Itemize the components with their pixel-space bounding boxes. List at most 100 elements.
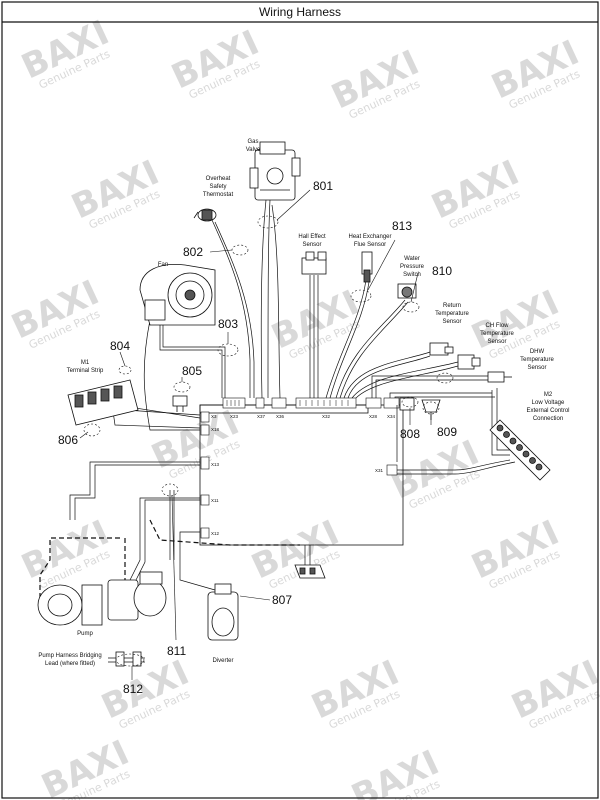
overheat-label-1: Overheat: [206, 176, 231, 182]
callout-ellipses: [83, 215, 454, 667]
part-803: 803: [218, 317, 238, 331]
m2-screw: [522, 450, 530, 458]
connector-x34: X34: [387, 414, 396, 419]
water-pressure-label-3: Switch: [403, 272, 421, 278]
m2-label-4: Connection: [533, 416, 563, 422]
part-801: 801: [313, 179, 333, 193]
component-808: [399, 397, 415, 411]
m1-label-1: M1: [81, 360, 90, 366]
part-numbers: 801 802 803 804 805 806 807 808 809 810 …: [58, 179, 457, 696]
ch-flow-label-3: Sensor: [487, 339, 506, 345]
connector-x13: X13: [211, 462, 220, 467]
heat-exchanger-flue-sensor: [361, 251, 373, 283]
m2-screw: [535, 463, 543, 471]
m2-screw: [516, 444, 523, 451]
water-pressure-switch: [397, 283, 417, 299]
overheat-thermostat: [193, 208, 217, 222]
connector-x37: X37: [257, 414, 266, 419]
connector-x12: X12: [211, 531, 220, 536]
m2-label-2: Low Voltage: [532, 400, 565, 406]
connector-x31: X31: [375, 468, 384, 473]
connector-x36: X36: [276, 414, 285, 419]
gas-valve-label-1: Gas: [247, 139, 258, 145]
return-temp-sensor: [429, 342, 454, 356]
heat-exchanger-label-2: Flue Sensor: [354, 242, 386, 248]
water-pressure-label-1: Water: [404, 256, 420, 262]
gas-valve-label-2: Valve: [246, 147, 261, 153]
hall-effect-label-1: Hall Effect: [298, 234, 326, 240]
m1-terminal-strip: [67, 379, 139, 426]
leader-lines: [79, 189, 432, 680]
connector-x18: X18: [211, 427, 220, 432]
part-807: 807: [272, 593, 292, 607]
bridging-label-1: Pump Harness Bridging: [38, 653, 101, 659]
part-802: 802: [183, 245, 203, 259]
part-812: 812: [123, 682, 143, 696]
gas-valve: [249, 141, 301, 201]
ch-flow-label-1: CH Flow: [485, 323, 509, 329]
overheat-label-2: Safety: [209, 184, 226, 190]
m2-screw: [496, 424, 504, 432]
dhw-label-1: DHW: [530, 349, 545, 355]
m2-terminal-block: [489, 419, 551, 481]
return-temp-label-1: Return: [443, 303, 461, 309]
m2-screw: [529, 457, 536, 464]
return-temp-label-3: Sensor: [442, 319, 461, 325]
dhw-sensor: [487, 371, 512, 383]
connector-x32: X32: [322, 414, 331, 419]
overheat-label-3: Thermostat: [203, 192, 234, 198]
diverter: [207, 583, 239, 641]
pump: [37, 571, 167, 626]
water-pressure-label-2: Pressure: [400, 264, 425, 270]
m2-label-1: M2: [544, 392, 553, 398]
fan: [139, 264, 216, 326]
part-811: 811: [167, 644, 186, 658]
return-temp-label-2: Temperature: [435, 311, 469, 317]
part-810: 810: [432, 264, 452, 278]
m2-label-3: External Control: [526, 408, 569, 414]
component-807: [294, 564, 326, 579]
component-805: [172, 395, 188, 412]
pcb-header-connectors: [200, 397, 400, 539]
page-title: Wiring Harness: [259, 5, 341, 19]
hall-effect-sensor: [301, 251, 327, 275]
ch-flow-sensor: [457, 354, 481, 370]
bridging-lead: [115, 651, 142, 667]
m2-screw: [503, 431, 510, 438]
dhw-label-3: Sensor: [527, 365, 546, 371]
hall-effect-label-2: Sensor: [302, 242, 321, 248]
pump-label: Pump: [77, 631, 93, 637]
part-813: 813: [392, 219, 412, 233]
connector-x28: X28: [369, 414, 378, 419]
bridging-label-2: Lead (where fitted): [45, 661, 95, 667]
connector-x3: X3: [211, 414, 217, 419]
heat-exchanger-label-1: Heat Exchanger: [348, 234, 391, 240]
connector-pins: [226, 400, 349, 406]
part-806: 806: [58, 433, 78, 447]
part-805: 805: [182, 364, 202, 378]
part-809: 809: [437, 425, 457, 439]
part-808: 808: [400, 427, 420, 441]
m1-label-2: Terminal Strip: [67, 368, 104, 374]
m2-screw: [509, 437, 517, 445]
connector-labels: X3 X18 X13 X11 X12 X23 X37 X36 X32 X28 X…: [211, 414, 396, 536]
diverter-label: Diverter: [212, 658, 233, 664]
ch-flow-label-2: Temperature: [480, 331, 514, 337]
